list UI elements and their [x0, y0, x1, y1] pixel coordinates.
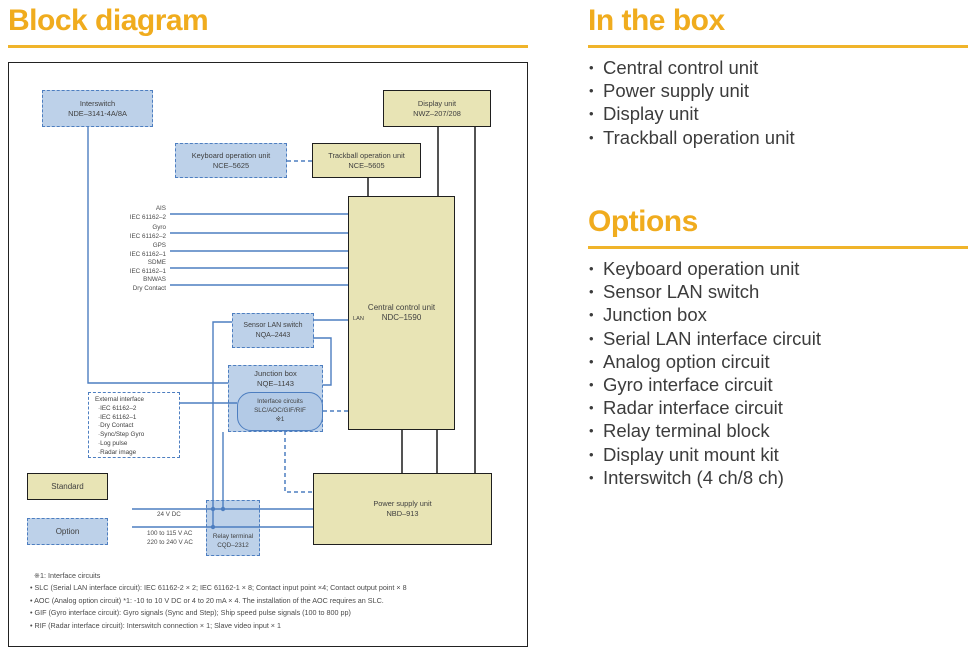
box-interswitch: Interswitch NDE–3141-4A/8A — [42, 90, 153, 127]
power-label-ac2: 220 to 240 V AC — [147, 538, 193, 546]
footnote-line: • SLC (Serial LAN interface circuit): IE… — [30, 583, 407, 593]
list-item: Junction box — [589, 303, 821, 326]
box-power-model: NBD–913 — [386, 509, 419, 518]
list-item: Radar interface circuit — [589, 396, 821, 419]
external-interface-title: External interface — [95, 396, 145, 403]
list-item: Display unit — [589, 102, 795, 125]
box-display-unit: Display unit NWZ–207/208 — [383, 90, 491, 127]
box-keyboard-unit: Keyboard operation unit NCE–5625 — [175, 143, 287, 178]
signal-label-gyro: Gyro IEC 61162–2 — [96, 224, 166, 242]
signal-name: GPS — [152, 242, 166, 249]
footnote-line: ※1: Interface circuits — [34, 571, 101, 580]
external-interface-item: ·Radar image — [98, 448, 137, 456]
options-underline — [588, 246, 968, 249]
box-keyboard-model: NCE–5625 — [212, 160, 250, 170]
signal-name: AIS — [155, 205, 166, 212]
list-item: Interswitch (4 ch/8 ch) — [589, 466, 821, 489]
box-relay-name: Relay terminal — [212, 533, 254, 541]
signal-spec: IEC 61162–2 — [129, 213, 166, 221]
box-power-supply-unit: Power supply unit NBD–913 — [313, 473, 492, 545]
signal-spec: Dry Contact — [132, 284, 166, 292]
options-title: Options — [588, 205, 698, 238]
box-trackball-unit: Trackball operation unit NCE–5605 — [312, 143, 421, 178]
interface-circuits-ref: ※1 — [275, 415, 285, 423]
list-item: Trackball operation unit — [589, 126, 795, 149]
list-item: Relay terminal block — [589, 419, 821, 442]
signal-label-ais: AIS IEC 61162–2 — [96, 205, 166, 223]
box-relay-terminal: Relay terminal CQD–2312 — [206, 500, 260, 556]
legend-standard-label: Standard — [51, 481, 84, 491]
legend-standard: Standard — [27, 473, 108, 500]
box-trackball-model: NCE–5605 — [348, 160, 385, 170]
list-item: Gyro interface circuit — [589, 373, 821, 396]
legend-option: Option — [27, 518, 108, 545]
interface-circuits-line1: Interface circuits — [257, 398, 303, 406]
footnotes: ※1: Interface circuits • SLC (Serial LAN… — [30, 570, 407, 632]
box-interswitch-model: NDE–3141-4A/8A — [68, 108, 127, 118]
power-label-ac: 100 to 115 V AC 220 to 240 V AC — [147, 530, 193, 548]
footnote-line: • GIF (Gyro interface circuit): Gyro sig… — [30, 608, 351, 618]
list-item: Serial LAN interface circuit — [589, 327, 821, 350]
box-sensorlan-name: Sensor LAN switch — [243, 321, 303, 329]
box-power-name: Power supply unit — [373, 499, 432, 509]
interface-circuits-line2: SLC/AOC/GIF/RIF — [254, 407, 306, 415]
in-the-box-underline — [588, 45, 968, 48]
external-interface-item: ·IEC 61162–2 — [98, 404, 137, 412]
signal-name: SDME — [147, 259, 166, 266]
signal-label-gps: GPS IEC 61162–1 — [96, 242, 166, 260]
lan-port-label: LAN — [353, 316, 364, 322]
list-item: Keyboard operation unit — [589, 257, 821, 280]
box-interface-circuits: Interface circuits SLC/AOC/GIF/RIF ※1 — [237, 392, 323, 431]
external-interface-item: ·IEC 61162–1 — [98, 413, 137, 421]
title-underline — [8, 45, 528, 48]
box-trackball-name: Trackball operation unit — [328, 150, 405, 160]
footnote-line: • AOC (Analog option circuit) *1: -10 to… — [30, 595, 384, 605]
options-list: Keyboard operation unit Sensor LAN switc… — [589, 257, 821, 489]
signal-spec: IEC 61162–2 — [129, 232, 166, 240]
list-item: Central control unit — [589, 56, 795, 79]
external-interface-item: ·Log pulse — [98, 439, 128, 447]
page-title: Block diagram — [8, 4, 209, 37]
box-keyboard-name: Keyboard operation unit — [191, 150, 271, 160]
box-display-model: NWZ–207/208 — [413, 108, 461, 118]
power-label-ac1: 100 to 115 V AC — [147, 530, 193, 537]
signal-label-bnwas: BNWAS Dry Contact — [96, 276, 166, 294]
box-sensor-lan-switch: Sensor LAN switch NQA–2443 — [232, 313, 314, 348]
box-central-name: Central control unit — [367, 302, 436, 312]
list-item: Display unit mount kit — [589, 443, 821, 466]
signal-name: BNWAS — [143, 276, 166, 283]
legend-option-label: Option — [55, 526, 80, 536]
box-central-control-unit: Central control unit NDC–1590 LAN — [348, 196, 455, 430]
in-the-box-list: Central control unit Power supply unit D… — [589, 56, 795, 149]
box-external-interface: External interface ·IEC 61162–2 ·IEC 611… — [88, 392, 180, 458]
external-interface-item: ·Dry Contact — [98, 422, 134, 430]
power-label-dc: 24 V DC — [157, 511, 181, 518]
external-interface-item: ·Sync/Step Gyro — [98, 431, 145, 439]
box-display-name: Display unit — [417, 98, 457, 108]
box-junction-name: Junction box — [254, 369, 297, 378]
footnote-line: • RIF (Radar interface circuit): Intersw… — [30, 620, 282, 630]
box-central-model: NDC–1590 — [381, 313, 422, 322]
box-junction-model: NQE–1143 — [256, 378, 294, 388]
list-item: Power supply unit — [589, 79, 795, 102]
signal-name: Gyro — [152, 224, 166, 231]
signal-label-sdme: SDME IEC 61162–1 — [96, 259, 166, 277]
box-relay-model: CQD–2312 — [217, 542, 249, 550]
box-sensorlan-model: NQA–2443 — [255, 331, 291, 339]
list-item: Sensor LAN switch — [589, 280, 821, 303]
box-interswitch-name: Interswitch — [79, 98, 116, 108]
in-the-box-title: In the box — [588, 4, 725, 37]
list-item: Analog option circuit — [589, 350, 821, 373]
